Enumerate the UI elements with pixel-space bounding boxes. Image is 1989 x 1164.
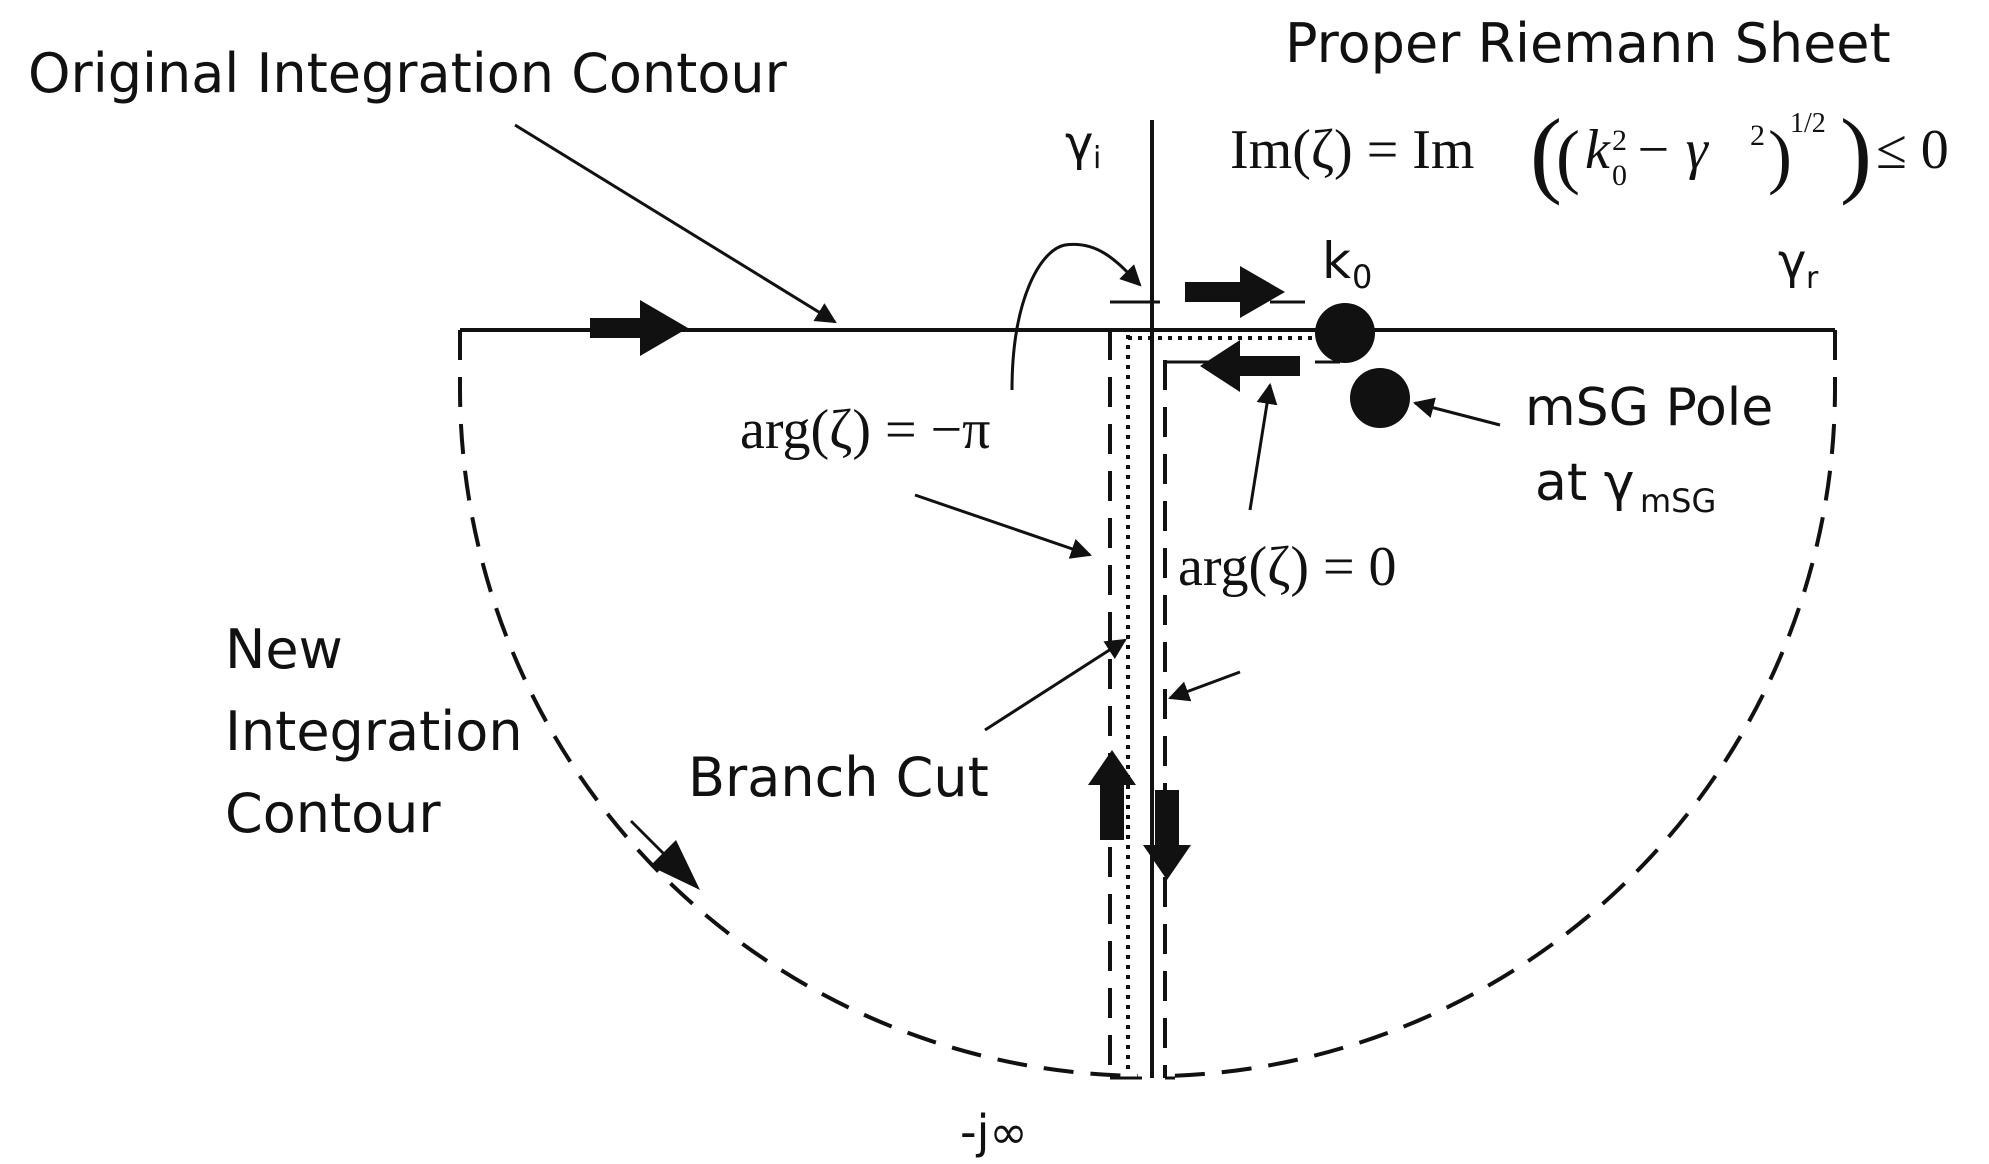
leader-msg-pole xyxy=(1412,397,1501,427)
svg-text:0: 0 xyxy=(1352,258,1372,296)
svg-text:k: k xyxy=(1585,119,1611,181)
k0-branch-point xyxy=(1315,303,1375,363)
leader-branch-cut xyxy=(984,638,1127,732)
svg-text:r: r xyxy=(1806,261,1819,296)
arrow-down-semicircle xyxy=(630,820,700,890)
leader-original-contour xyxy=(514,123,837,324)
new-contour-label-line3: Contour xyxy=(225,782,441,845)
arrow-down-branch-right xyxy=(1143,790,1191,880)
svg-text:γ: γ xyxy=(1065,116,1093,172)
leader-arg-minus-pi-top xyxy=(1010,242,1142,391)
arrow-up-branch-left xyxy=(1088,750,1136,840)
k0-label: k 0 xyxy=(1322,232,1372,296)
svg-text:2: 2 xyxy=(1612,124,1627,157)
msg-pole-dot xyxy=(1350,368,1410,428)
riemann-sheet-condition: Im(ζ) = Im ( ( k 2 0 − γ 2 ) 1/2 ) ≤ 0 xyxy=(1230,99,1949,206)
svg-text:≤ 0: ≤ 0 xyxy=(1876,119,1949,181)
gamma-r-label: γ r xyxy=(1778,234,1819,296)
gamma-i-label: γ i xyxy=(1065,116,1101,176)
closing-semicircle-contour xyxy=(458,330,1139,1078)
svg-text:mSG: mSG xyxy=(1640,482,1716,520)
svg-text:): ) xyxy=(1840,99,1872,206)
svg-text:(: ( xyxy=(1556,116,1580,196)
svg-text:(: ( xyxy=(1530,99,1562,206)
msg-pole-label-line2: at γ mSG xyxy=(1535,453,1716,520)
closing-semicircle-contour-right xyxy=(1167,330,1837,1078)
svg-text:at γ: at γ xyxy=(1535,453,1635,513)
msg-pole-label-line1: mSG Pole xyxy=(1525,378,1773,438)
arrow-right-near-k0 xyxy=(1185,266,1285,318)
riemann-sheet-title: Proper Riemann Sheet xyxy=(1285,12,1891,75)
svg-text:i: i xyxy=(1093,141,1101,176)
minus-j-infinity-label: -j∞ xyxy=(960,1105,1028,1159)
branch-cut-label: Branch Cut xyxy=(688,746,989,809)
svg-text:): ) xyxy=(1768,116,1792,196)
leader-arg-zero xyxy=(1248,382,1278,511)
svg-text:γ: γ xyxy=(1778,234,1806,290)
arrow-right-original-contour xyxy=(590,300,688,356)
svg-text:2: 2 xyxy=(1750,119,1765,152)
arrow-left-below-k0 xyxy=(1200,340,1300,392)
svg-text:k: k xyxy=(1322,232,1351,290)
svg-text:Im(ζ) = Im: Im(ζ) = Im xyxy=(1230,119,1474,181)
svg-text:− γ: − γ xyxy=(1634,119,1710,181)
leader-arg-minus-pi-bottom xyxy=(914,493,1092,559)
leader-branch-cut-right xyxy=(1168,670,1241,702)
svg-text:1/2: 1/2 xyxy=(1790,108,1826,139)
new-contour-label-line2: Integration xyxy=(225,700,523,763)
arg-zero-label: arg(ζ) = 0 xyxy=(1178,536,1397,598)
original-contour-label: Original Integration Contour xyxy=(28,42,788,105)
svg-text:0: 0 xyxy=(1612,159,1627,192)
new-contour-label-line1: New xyxy=(225,618,343,681)
arg-minus-pi-label: arg(ζ) = −π xyxy=(740,399,990,461)
